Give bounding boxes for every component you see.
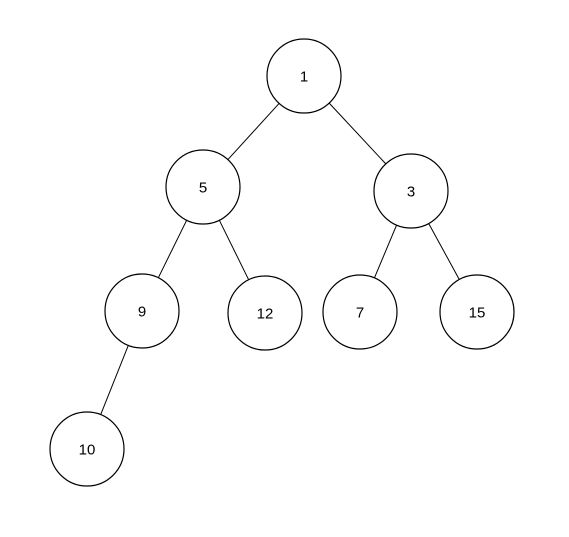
node-circle-n1 [266,38,342,114]
edge-n3-n15 [428,223,460,280]
node-circle-n12 [227,275,303,351]
node-n10: 10 [49,411,125,487]
node-label-n3: 3 [407,184,415,201]
node-circle-n15 [439,274,515,350]
node-n1: 1 [266,38,342,114]
edges-layer [100,102,460,415]
node-label-n7: 7 [356,305,364,322]
node-circle-n3 [373,153,449,229]
node-label-n9: 9 [138,304,146,321]
edge-n1-n5 [227,103,280,160]
node-n12: 12 [227,275,303,351]
node-label-n5: 5 [199,180,207,197]
edge-n5-n9 [157,219,188,279]
node-circle-n9 [104,273,180,349]
node-n5: 5 [165,149,241,225]
node-n3: 3 [373,153,449,229]
node-label-n12: 12 [257,306,274,323]
node-circle-n10 [49,411,125,487]
node-label-n10: 10 [79,442,96,459]
node-n9: 9 [104,273,180,349]
edge-n9-n10 [100,345,129,415]
node-label-n15: 15 [469,305,486,322]
edge-n3-n7 [373,224,398,279]
node-circle-n5 [165,149,241,225]
node-label-n1: 1 [300,69,308,86]
edge-n1-n3 [328,102,387,165]
node-n7: 7 [322,274,398,350]
edge-n5-n12 [218,219,250,281]
node-circle-n7 [322,274,398,350]
node-n15: 15 [439,274,515,350]
